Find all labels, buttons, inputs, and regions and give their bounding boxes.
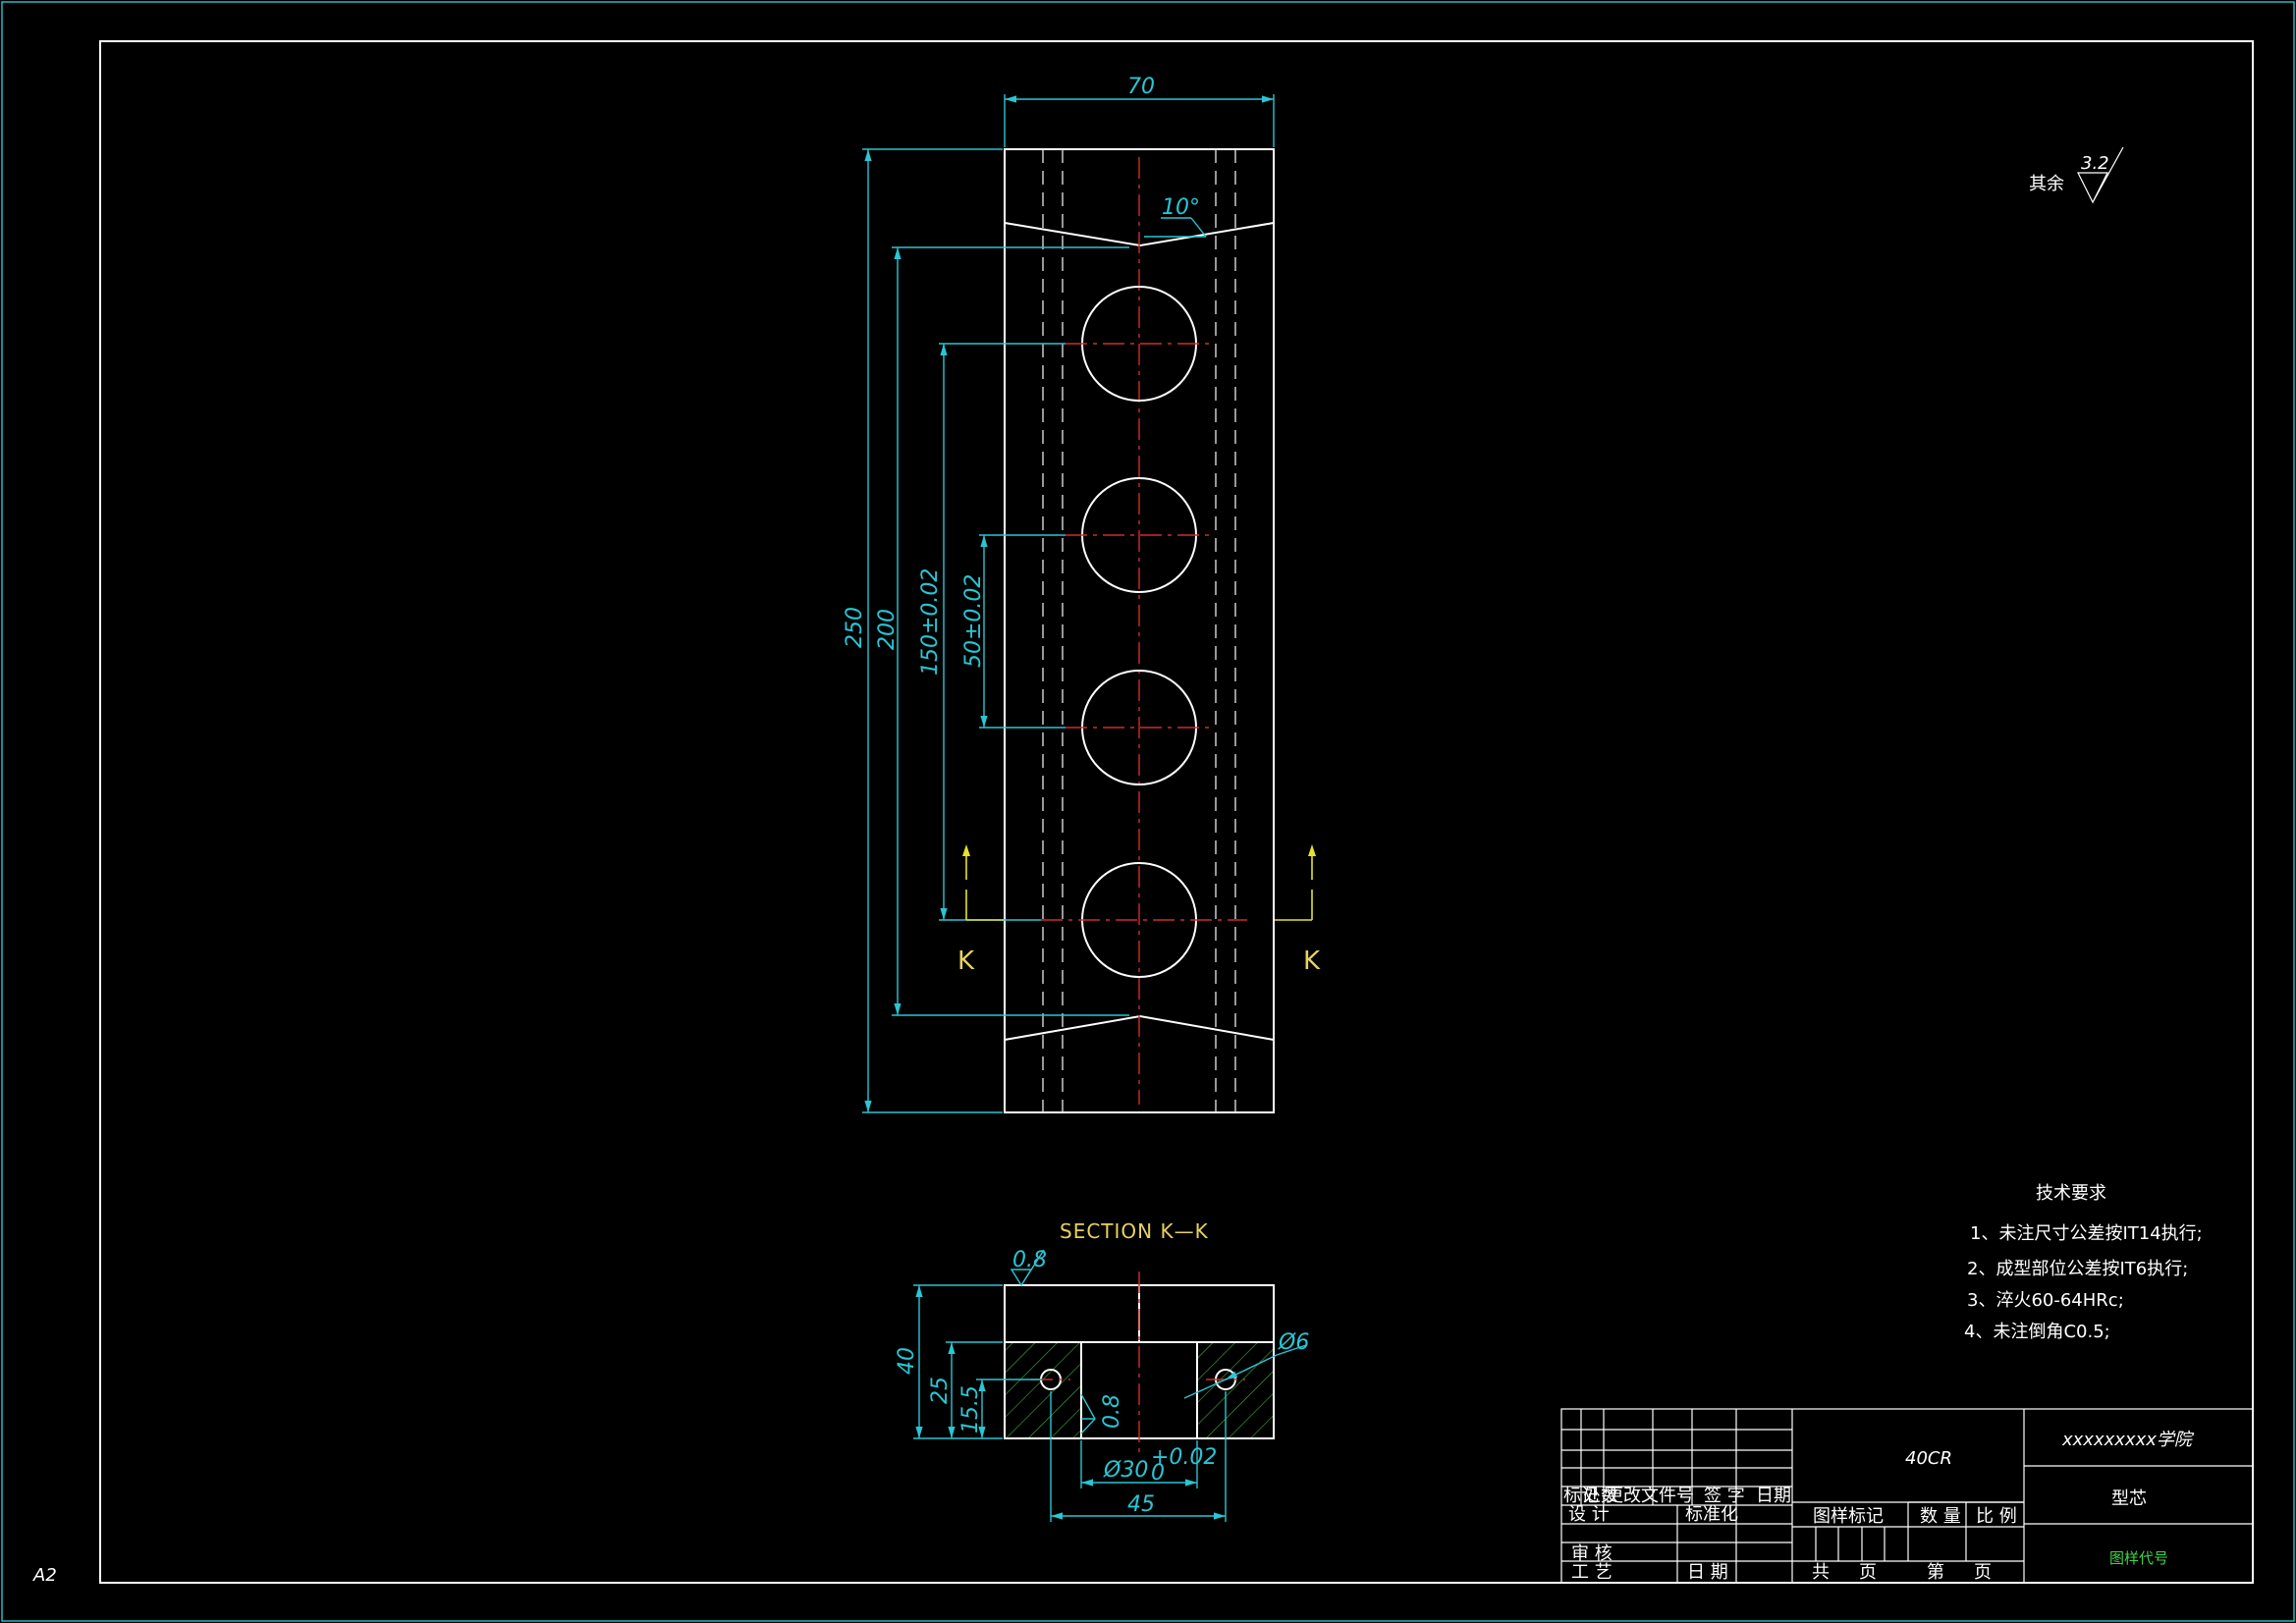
hole-3: [1066, 670, 1213, 785]
dim-hole-dia: Ø6: [1183, 1330, 1309, 1399]
hole-1: [1066, 286, 1213, 402]
top-v-groove: [1004, 222, 1275, 247]
section-cut-left: K: [957, 844, 1004, 976]
tb-stage-mark: 图样标记: [1813, 1506, 1884, 1527]
dim-slot-tol-lower: 0: [1151, 1461, 1165, 1486]
section-mark-left: K: [957, 947, 975, 976]
hole-4: [1041, 862, 1247, 978]
dim-slot-tol-upper: +0.02: [1151, 1445, 1217, 1470]
dim-total-height-text: 250: [843, 607, 867, 648]
bottom-v-groove: [1004, 1014, 1275, 1041]
tech-item-4: 4、未注倒角C0.5;: [1964, 1322, 2110, 1342]
dim-slot-width: Ø30 +0.02 0: [1080, 1440, 1217, 1488]
tb-part-name: 型芯: [2111, 1488, 2147, 1509]
tb-page-word: 页: [1974, 1562, 1992, 1583]
roughness-top: 0.8: [1010, 1248, 1047, 1287]
hole-2: [1066, 477, 1213, 593]
dim-width-text: 70: [1127, 75, 1155, 99]
dim-section-height-text: 40: [895, 1347, 919, 1375]
section-mark-right: K: [1303, 947, 1321, 976]
dim-hole-height: 15.5: [958, 1379, 1041, 1438]
tb-design: 设 计: [1568, 1504, 1610, 1525]
tb-standardize: 标准化: [1685, 1504, 1738, 1525]
tech-item-2: 2、成型部位公差按IT6执行;: [1967, 1259, 2188, 1279]
dim-pitch-inner-text: 50±0.02: [961, 574, 986, 668]
dim-hole-spacing-text: 45: [1127, 1492, 1155, 1517]
sheet-size-label: A2: [32, 1565, 57, 1586]
section-view: SECTION K—K 40 25: [895, 1219, 1309, 1522]
tb-review: 审 核: [1571, 1543, 1613, 1564]
dim-inner-height: 200: [875, 246, 1129, 1016]
tb-sheet-word: 页: [1859, 1562, 1877, 1583]
dim-pitch-outer: 150±0.02: [918, 343, 1066, 921]
dim-total-height: 250: [843, 148, 1003, 1113]
roughness-slot-value: 0.8: [1100, 1394, 1124, 1429]
tb-drawing-no: 图样代号: [2109, 1549, 2168, 1567]
roughness-top-value: 0.8: [1012, 1248, 1047, 1272]
dim-hole-dia-text: Ø6: [1278, 1330, 1309, 1355]
dim-pitch-inner: 50±0.02: [961, 534, 1066, 729]
dim-hole-spacing: 45: [1050, 1391, 1227, 1522]
title-block: 标记 处数 更改文件号 签 字 日期 设 计 标准化 审 核 工 艺 日 期 4…: [1560, 1408, 2254, 1584]
tb-quantity: 数 量: [1920, 1506, 1961, 1527]
tech-requirements: 技术要求 1、未注尺寸公差按IT14执行; 2、成型部位公差按IT6执行; 3、…: [1964, 1183, 2203, 1342]
tech-item-3: 3、淬火60-64HRc;: [1967, 1290, 2124, 1311]
dim-hole-height-text: 15.5: [958, 1385, 983, 1434]
tb-rev-h1: 标记: [1563, 1486, 1599, 1506]
tb-process: 工 艺: [1571, 1562, 1613, 1583]
tb-rev-h2: 处数: [1583, 1486, 1618, 1506]
tech-title: 技术要求: [2036, 1183, 2106, 1204]
dim-section-height: 40: [895, 1284, 1003, 1439]
tb-total: 共: [1812, 1562, 1830, 1583]
general-roughness-note: 其余 3.2: [2029, 146, 2124, 204]
tb-scale: 比 例: [1976, 1506, 2017, 1527]
main-view: 70 250 200 150±0.02 50±0.02: [843, 75, 1321, 1113]
dim-angle: 10°: [1144, 195, 1207, 238]
roughness-slot: 0.8: [1080, 1393, 1124, 1434]
section-cut-right: K: [1275, 844, 1321, 976]
dim-inner-height-text: 200: [875, 609, 900, 650]
drawing-frame: [99, 40, 2254, 1584]
dim-section-mid-text: 25: [928, 1377, 953, 1404]
dim-angle-text: 10°: [1162, 195, 1200, 220]
tb-rev-h4: 签 字: [1704, 1486, 1745, 1506]
dim-slot-width-text: Ø30: [1103, 1458, 1148, 1483]
dim-section-mid: 25: [928, 1341, 1003, 1438]
roughness-note-value: 3.2: [2081, 153, 2109, 174]
tb-sheet-no: 第: [1927, 1562, 1944, 1583]
part-outline: [1004, 148, 1275, 1113]
roughness-note-prefix: 其余: [2029, 174, 2064, 194]
tech-item-1: 1、未注尺寸公差按IT14执行;: [1970, 1223, 2203, 1244]
dim-width: 70: [1004, 75, 1275, 147]
tb-rev-h5: 日期: [1756, 1486, 1791, 1506]
tb-school: xxxxxxxxx学院: [2061, 1430, 2195, 1450]
tb-rev-h3: 更改文件号: [1606, 1486, 1694, 1506]
hatch-right: [1197, 1342, 1274, 1438]
section-title: SECTION K—K: [1060, 1219, 1209, 1243]
dim-pitch-outer-text: 150±0.02: [918, 568, 943, 676]
hatch-left: [1005, 1342, 1081, 1438]
tb-date: 日 期: [1687, 1562, 1728, 1583]
tb-material: 40CR: [1905, 1448, 1952, 1469]
